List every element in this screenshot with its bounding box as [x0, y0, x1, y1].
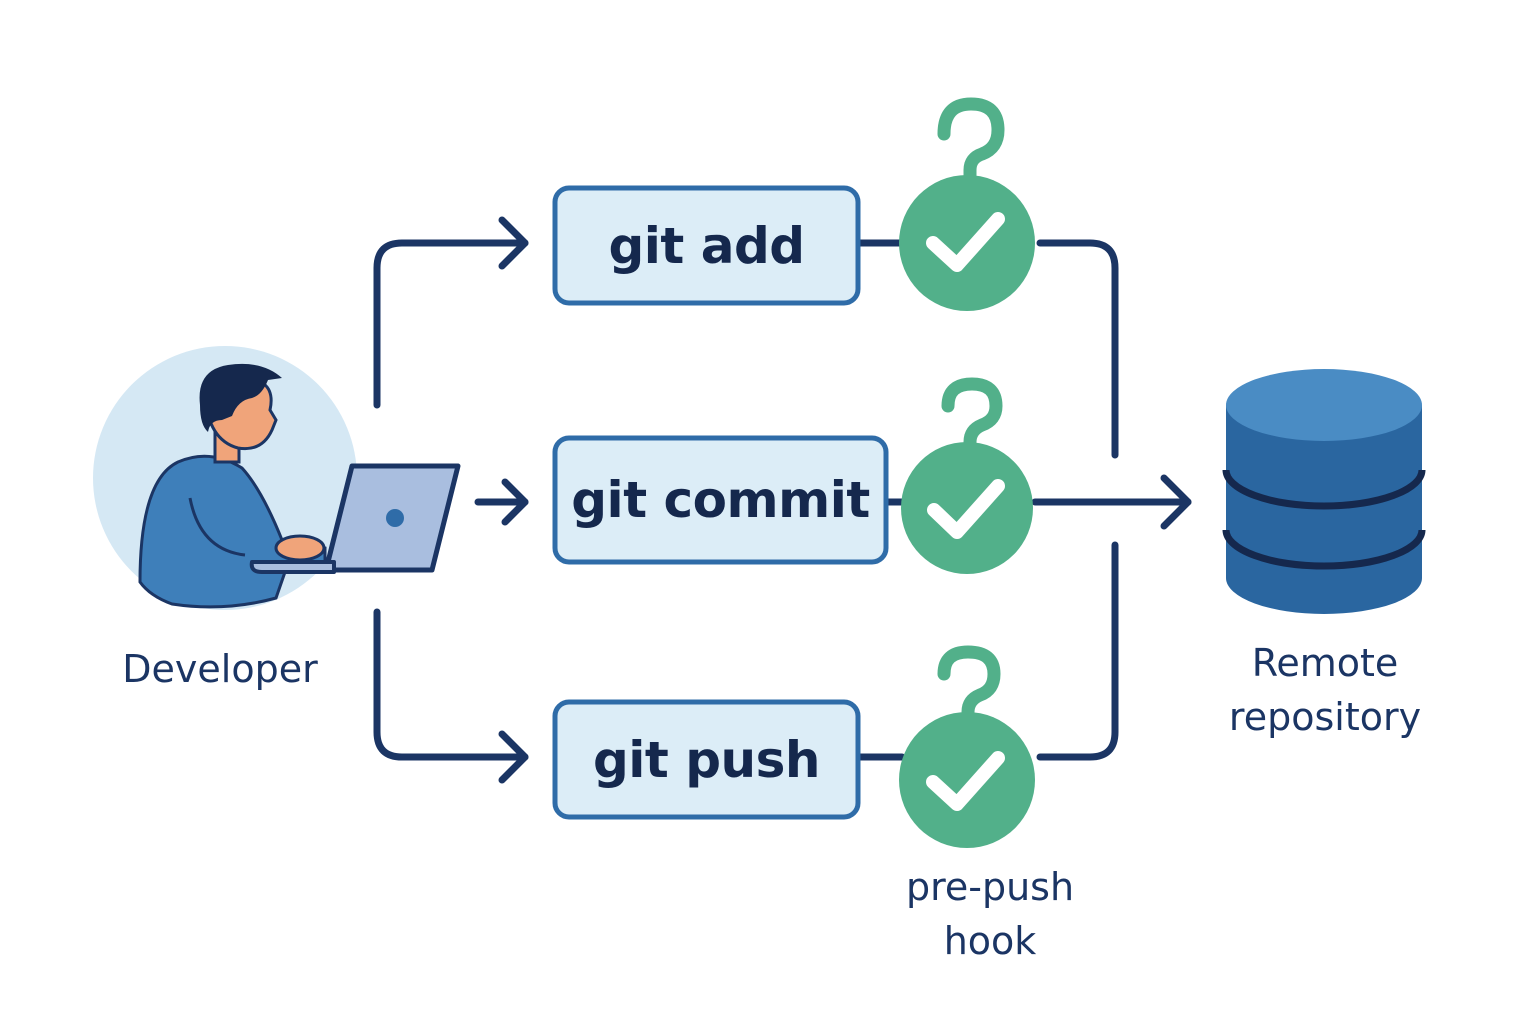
database-band-2: [1222, 529, 1426, 570]
database-icon: [1222, 369, 1426, 614]
remote-label-line2: repository: [1228, 695, 1422, 739]
git-push-box: [552, 699, 861, 820]
hook-label-line2: hook: [943, 919, 1037, 963]
developer-hand: [274, 534, 326, 562]
hook-badge-commit: [901, 377, 1033, 574]
connector-push-hook-to-remote: [1036, 541, 1119, 761]
arrowhead-add: [498, 216, 529, 270]
arrowhead-push: [498, 730, 529, 784]
git-add-box: [552, 185, 861, 306]
hook-check-circle: [899, 175, 1035, 311]
developer-arm-line: [188, 497, 246, 557]
database-band-1: [1222, 469, 1426, 510]
hook-label-line1: pre-push: [905, 865, 1075, 909]
check-icon: [926, 212, 1005, 272]
connectors: [373, 216, 1192, 784]
git-commit-box: [552, 435, 889, 565]
arrowhead-remote: [1160, 474, 1192, 530]
connector-developer-to-push: [373, 608, 529, 761]
developer-illustration: [93, 346, 461, 610]
laptop-base: [249, 560, 336, 574]
connector-add-hook-to-remote: [1036, 239, 1119, 459]
hook-check-circle: [899, 712, 1035, 848]
git-add-label: git add: [608, 216, 805, 275]
git-push-label: git push: [593, 730, 820, 789]
laptop-logo: [386, 509, 404, 527]
hook-check-circle: [901, 442, 1033, 574]
pre-push-hook-label: pre-push hook: [860, 860, 1120, 968]
hook-icon: [937, 645, 1001, 725]
connector-developer-to-add: [373, 239, 529, 409]
hook-icon: [937, 97, 1005, 195]
check-icon: [927, 479, 1005, 539]
remote-label-line1: Remote: [1251, 641, 1399, 685]
arrowhead-commit: [501, 478, 529, 526]
hook-badge-add: [899, 97, 1035, 311]
database-top: [1226, 369, 1422, 441]
command-boxes: [552, 185, 889, 820]
developer-hair: [199, 363, 282, 432]
git-commit-label: git commit: [571, 471, 870, 529]
check-icon: [926, 751, 1005, 811]
hook-icon: [941, 377, 1003, 459]
hook-badge-push: [899, 645, 1035, 848]
remote-repository-label: Remote repository: [1190, 636, 1460, 744]
developer-label: Developer: [122, 647, 318, 691]
